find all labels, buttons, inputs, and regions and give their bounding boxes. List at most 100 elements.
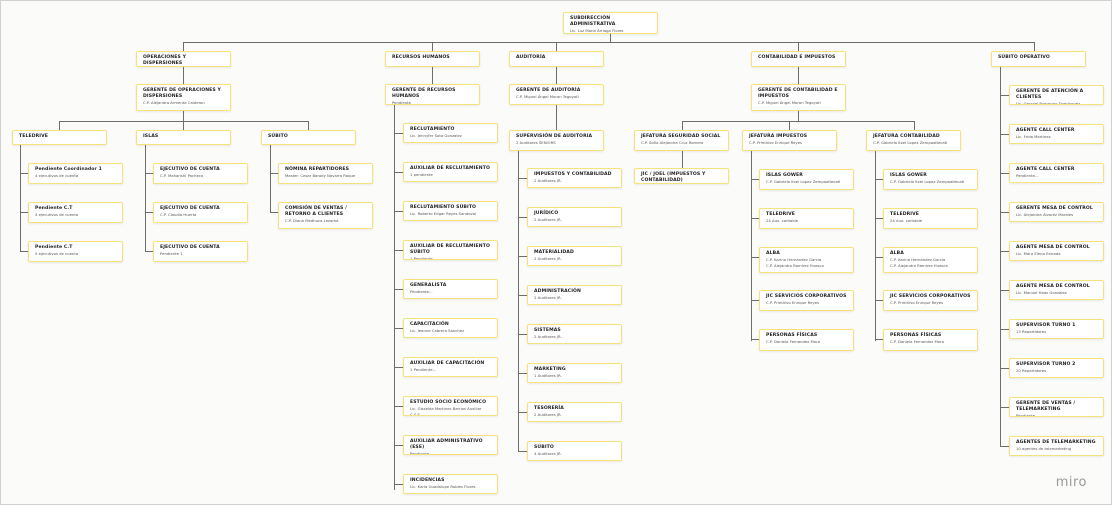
- node-title: TELEDRIVE: [766, 212, 795, 217]
- org-node[interactable]: RECURSOS HUMANOS: [385, 51, 480, 67]
- org-node[interactable]: SÚBITO: [261, 130, 356, 145]
- node-title: JURÍDICO: [534, 211, 559, 216]
- node-title: ISLAS: [143, 134, 159, 139]
- node-subtitle: C.P. Daniela Fernandez Mora: [890, 339, 944, 344]
- node-title: SUPERVISOR TURNO 2: [1016, 362, 1076, 367]
- node-title: AGENTE MESA DE CONTROL: [1016, 284, 1090, 289]
- org-node[interactable]: TELEDRIVE: [12, 130, 107, 145]
- connector-line: [394, 406, 403, 407]
- org-node[interactable]: ISLAS: [136, 130, 231, 145]
- connector-line: [1000, 67, 1001, 446]
- connector-line: [145, 173, 153, 174]
- connector-line: [270, 173, 278, 174]
- node-subtitle: Pendiente...: [1016, 173, 1039, 178]
- node-subtitle: Lic. Manuel Haas Gonzalez: [1016, 290, 1067, 295]
- node-title: GENERALISTA: [410, 283, 447, 288]
- node-subtitle: Lic. Roberto Edgar Reyes Sandoval: [410, 211, 477, 216]
- org-node[interactable]: OPERACIONES Y DISPERSIONES: [136, 51, 231, 67]
- node-subtitle: 1 Pendiente...: [410, 367, 437, 372]
- org-node[interactable]: AUDITORÍA: [509, 51, 604, 67]
- node-subtitle: Pendiente: [392, 100, 411, 105]
- connector-line: [798, 111, 799, 121]
- connector-line: [20, 212, 28, 213]
- node-title: GERENTE DE CONTABILIDAD E IMPUESTOS: [758, 88, 838, 99]
- connector-line: [20, 173, 28, 174]
- connector-line: [610, 34, 611, 42]
- node-subtitle: C.P. Karina Hernández García: [890, 257, 946, 262]
- connector-line: [432, 67, 433, 84]
- node-subtitle: Lic. Mara Elena Estrada: [1016, 251, 1061, 256]
- org-node[interactable]: AUXILIAR ADMINISTRATIVO (ESE)Pendiente: [403, 435, 498, 455]
- connector-line: [875, 339, 883, 340]
- org-node[interactable]: SÚBITO OPERATIVO: [991, 51, 1086, 67]
- node-subtitle: Lic. Gisselda Martinez Barrios Auxiliar …: [410, 406, 482, 416]
- connector-line: [751, 151, 752, 341]
- connector-line: [751, 257, 759, 258]
- org-node[interactable]: JIC / JOEL (IMPUESTOS Y CONTABILIDAD): [634, 168, 729, 184]
- node-subtitle: 4 ejecutivos de cuenta: [35, 212, 79, 217]
- connector-line: [270, 145, 271, 212]
- connector-line: [518, 256, 527, 257]
- connector-line: [394, 133, 403, 134]
- connector-line: [1000, 368, 1009, 369]
- node-title: AGENTE CALL CENTER: [1016, 167, 1075, 172]
- connector-line: [394, 328, 403, 329]
- org-node[interactable]: CONTABILIDAD E IMPUESTOS: [751, 51, 846, 67]
- node-title: GERENTE DE RECURSOS HUMANOS: [392, 88, 456, 99]
